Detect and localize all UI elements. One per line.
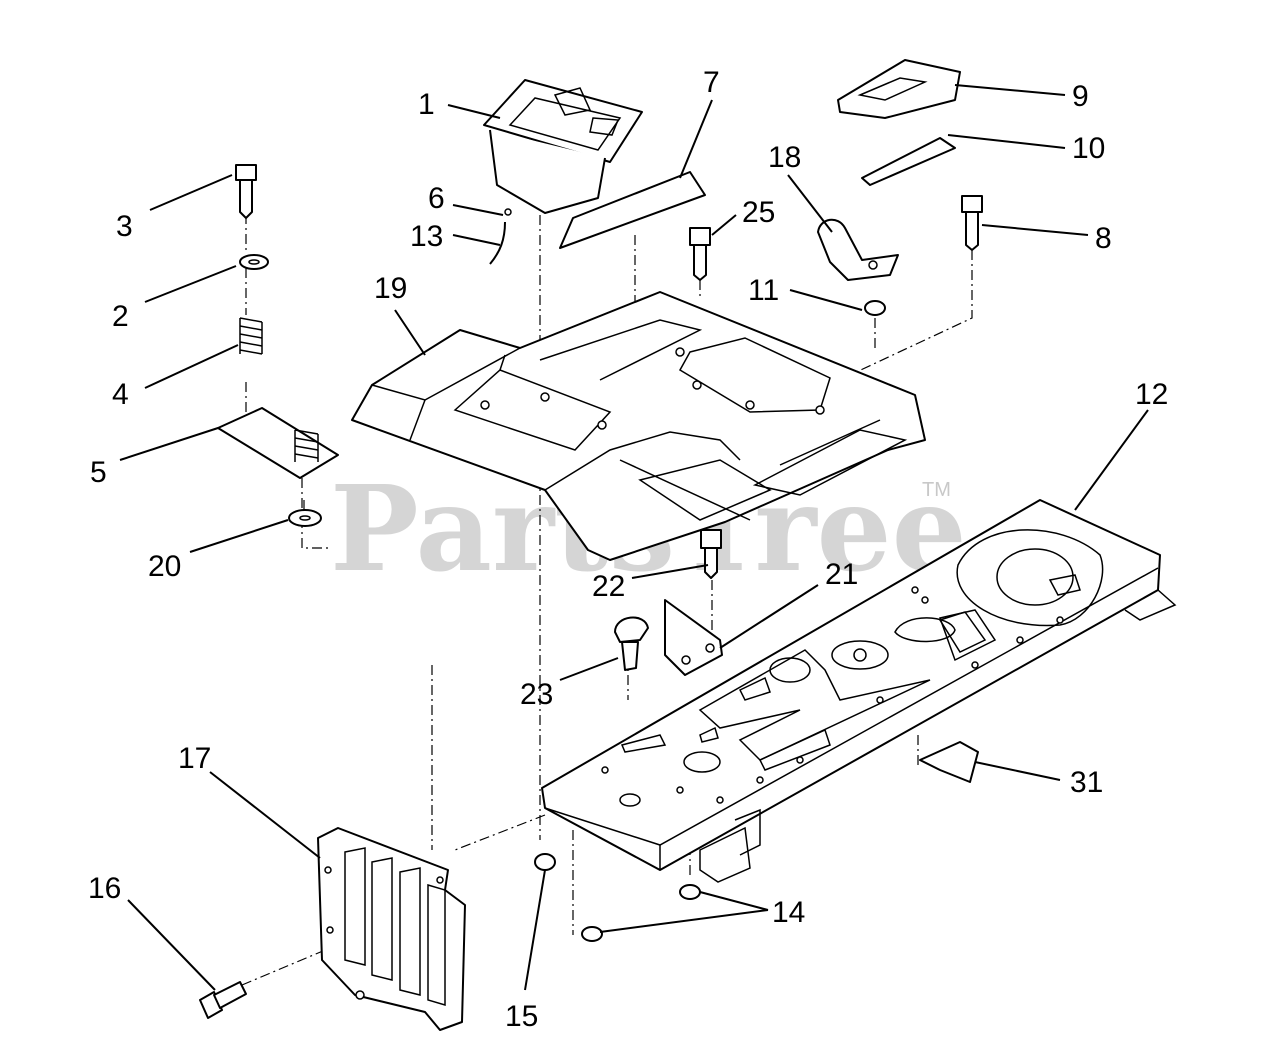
callout-10: 10 [1072,132,1105,165]
callout-6: 6 [428,182,445,215]
part-6-13 [489,208,512,265]
callout-17: 17 [178,742,211,775]
callout-12: 12 [1135,378,1168,411]
part-1-tray [483,79,643,214]
callout-9: 9 [1072,80,1089,113]
part-14-nuts [581,884,701,942]
part-23-bolt [614,616,649,671]
callout-7: 7 [703,66,720,99]
callout-23: 23 [520,678,553,711]
part-25-bolt [689,227,711,281]
callout-labels: 1 2 3 4 5 6 7 8 9 10 11 12 13 14 15 16 1… [88,66,1168,1033]
callout-1: 1 [418,88,435,121]
part-22-bolt [700,529,722,579]
part-15-nut [534,853,556,871]
part-7-decal [559,171,706,249]
part-12-frame [541,499,1177,883]
watermark-tm: TM [922,479,951,501]
part-11-nut [864,300,886,316]
part-9-10 [837,59,961,186]
callout-8: 8 [1095,222,1112,255]
callout-15: 15 [505,1000,538,1033]
part-31-bracket [919,741,979,783]
callout-14: 14 [772,896,805,929]
callout-25: 25 [742,196,775,229]
callout-18: 18 [768,141,801,174]
callout-11: 11 [748,274,779,307]
callout-2: 2 [112,300,129,333]
part-3-bolt [235,164,257,219]
callout-19: 19 [374,272,407,305]
part-21-bracket [664,599,723,676]
callout-5: 5 [90,456,107,489]
part-16-bolt [199,981,247,1019]
callout-13: 13 [410,220,443,253]
part-19-fender [351,291,926,561]
part-20-washer [288,509,322,527]
part-18-clip [817,218,899,281]
part-8-bolt [961,195,983,251]
callout-31: 31 [1070,766,1103,799]
leader-lines [119,84,1149,991]
part-2-washer [239,254,269,270]
callout-22: 22 [592,570,625,603]
callout-4: 4 [112,378,129,411]
callout-21: 21 [825,558,858,591]
part-4-spring [239,317,263,355]
callout-3: 3 [116,210,133,243]
part-5-plate [217,407,339,479]
callout-20: 20 [148,550,181,583]
part-17-plate [317,827,466,1031]
callout-16: 16 [88,872,121,905]
